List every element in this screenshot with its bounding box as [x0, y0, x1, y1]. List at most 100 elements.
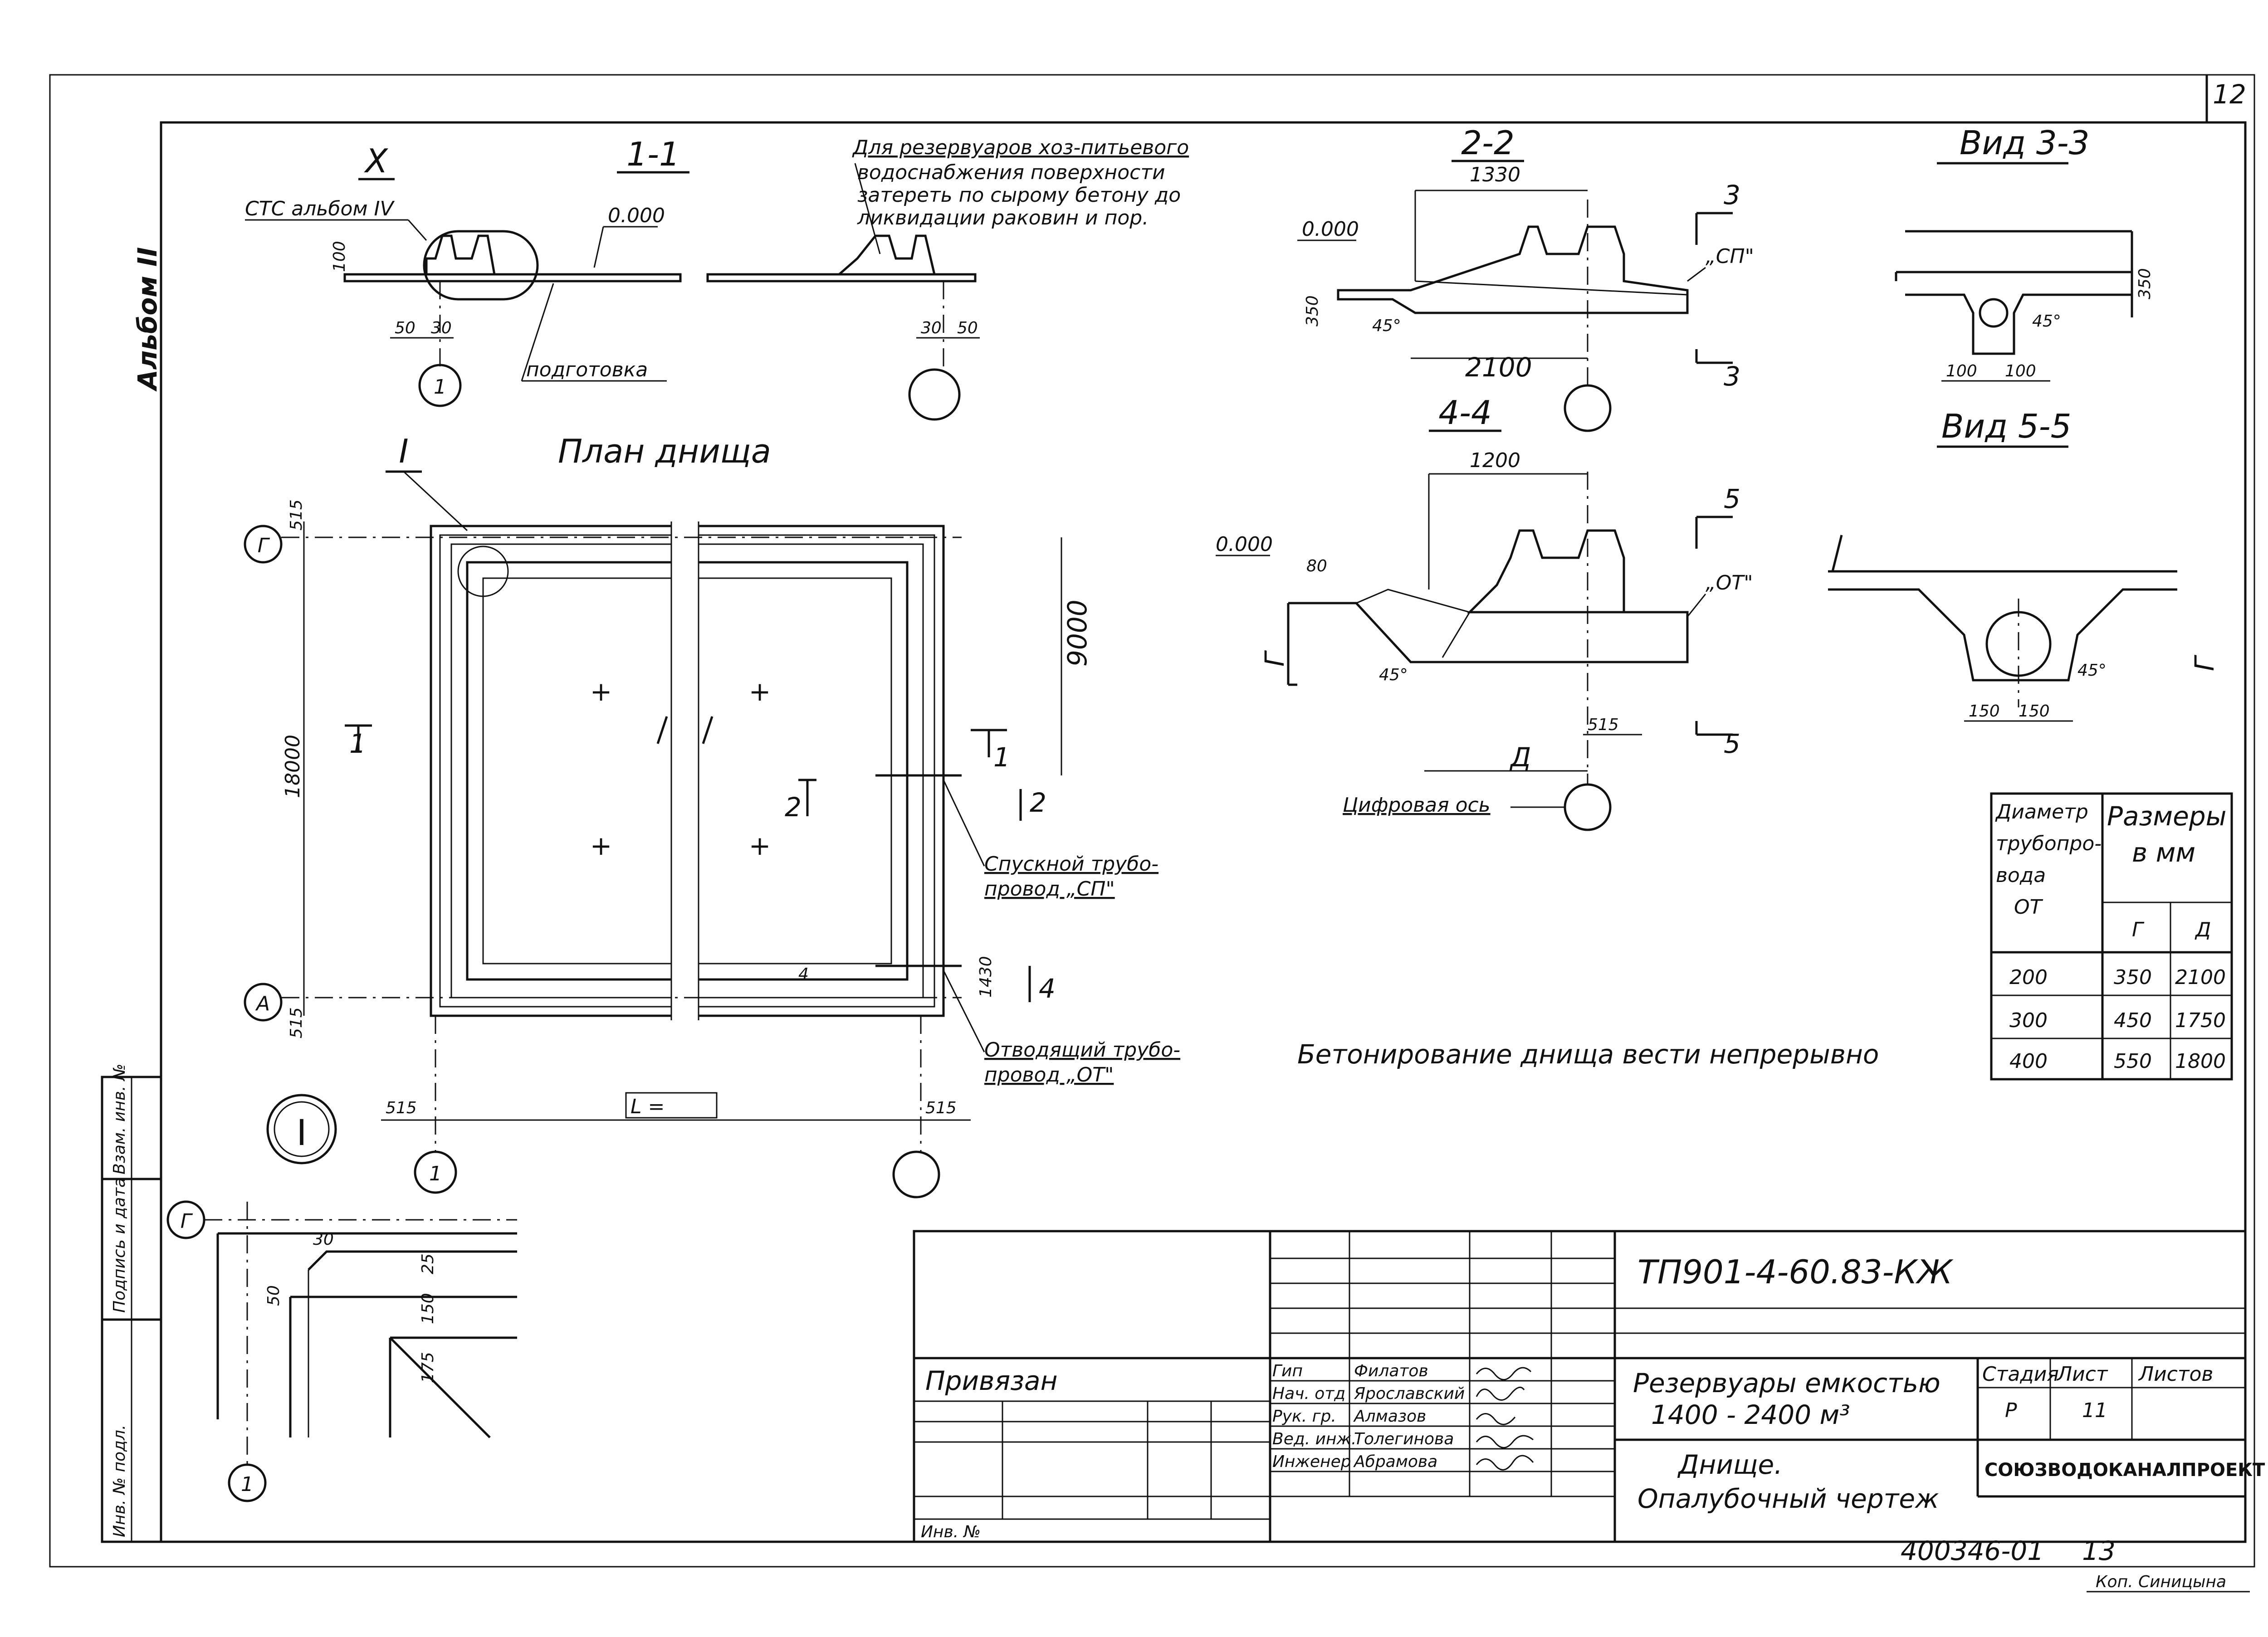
- section-2-2-mark3-bot: 3: [1724, 361, 1740, 392]
- table-r3-c1: 400: [2009, 1050, 2048, 1073]
- tb-privyazan: Привязан: [925, 1365, 1058, 1396]
- detail-I-axis-G: Г: [181, 1210, 193, 1233]
- side-stamp-replace: Взам. инв. №: [110, 1064, 129, 1174]
- tb-org: СОЮЗВОДОКАНАЛПРОЕКТ: [1984, 1460, 2265, 1481]
- plan: План днища I + + + + Г А 1 515: [244, 432, 1180, 1199]
- table-r1-c1: 200: [2009, 966, 2048, 989]
- tb-name-5: Абрамова: [1353, 1452, 1437, 1471]
- section-2-2-elev: 0.000: [1302, 218, 1359, 241]
- section-1-1-dim50r: 50: [957, 319, 978, 337]
- side-stamp-inv: Инв. № подл.: [110, 1425, 129, 1537]
- plan-pipe-ot-2: провод „ОТ": [984, 1063, 1114, 1086]
- tb-code: ТП901-4-60.83-КЖ: [1637, 1253, 1954, 1291]
- sheet-frame: 12: [49, 74, 2255, 1568]
- section-4-4-mark5-top: 5: [1724, 483, 1740, 514]
- side-stamp: Инв. № подл. Подпись и дата Взам. инв. №: [101, 1064, 162, 1543]
- plan-cross-2: +: [749, 676, 771, 707]
- section-2-2-dim1330: 1330: [1470, 163, 1520, 186]
- tb-project-title-2: 1400 - 2400 м³: [1651, 1399, 1850, 1430]
- table-col1-line4: ОТ: [2014, 896, 2043, 919]
- view-5-5-dim45: 45°: [2077, 661, 2107, 680]
- section-1-1-dim100: 100: [330, 241, 349, 272]
- reservoir-note: Для резервуаров хоз-питьевого водоснабже…: [852, 136, 1189, 254]
- tb-signatures: [1476, 1367, 1534, 1471]
- view-5-5-title: Вид 5-5: [1941, 407, 2071, 445]
- tb-archive-sheet: 13: [2082, 1535, 2116, 1566]
- tb-h-sheets: Листов: [2138, 1363, 2213, 1386]
- section-1-1-elev: 0.000: [608, 204, 665, 227]
- view-3-3-dim100b: 100: [2005, 362, 2036, 380]
- view-3-3-title: Вид 3-3: [1960, 124, 2089, 162]
- reservoir-note-line-3: затереть по сырому бетону до: [857, 184, 1181, 207]
- table-sub-D: Д: [2195, 918, 2211, 941]
- tb-archive-no: 400346-01: [1901, 1535, 2044, 1566]
- section-4-4-dim80: 80: [1306, 557, 1327, 575]
- section-4-4-G: Г: [1259, 650, 1290, 667]
- section-1-1-dim30: 30: [431, 319, 452, 337]
- reservoir-note-line-2: водоснабжения поверхности: [857, 161, 1165, 184]
- plan-ref-I: I: [399, 432, 408, 470]
- section-2-2-sp: „СП": [1706, 245, 1754, 268]
- tb-name-3: Алмазов: [1353, 1407, 1426, 1426]
- title-block: Привязан Инв. № Гип Нач. отд Рук. гр. Ве…: [913, 1230, 2265, 1593]
- tb-role-3: Рук. гр.: [1272, 1407, 1336, 1426]
- detail-I-dim175: 175: [419, 1352, 437, 1383]
- table-r2-c2: 450: [2114, 1009, 2152, 1032]
- section-2-2-mark3-top: 3: [1724, 180, 1740, 210]
- table-r2-c3: 1750: [2175, 1009, 2226, 1032]
- tb-inv-no: Инв. №: [921, 1523, 981, 1541]
- tb-name-4: Толегинова: [1354, 1430, 1454, 1448]
- table-r1-c3: 2100: [2175, 966, 2226, 989]
- concreting-note: Бетонирование днища вести непрерывно: [1297, 1039, 1879, 1070]
- plan-title: План днища: [558, 432, 771, 470]
- table-r3-c2: 550: [2114, 1050, 2152, 1073]
- table-r2-c1: 300: [2009, 1009, 2048, 1032]
- plan-axis-A: А: [255, 992, 270, 1015]
- tb-role-4: Вед. инж.: [1272, 1430, 1356, 1448]
- section-2-2-dim350: 350: [1303, 295, 1322, 326]
- table-r3-c3: 1800: [2175, 1050, 2226, 1073]
- tb-role-2: Нач. отд: [1272, 1384, 1345, 1403]
- plan-dim-9000: 9000: [1062, 599, 1093, 667]
- section-4-4-ot: „ОТ": [1706, 571, 1753, 594]
- view-3-3-dim100a: 100: [1946, 362, 1977, 380]
- section-1-1-dim30r: 30: [921, 319, 942, 337]
- section-2-2: 2-2 1330 0.000 „СП" 350 45° 2100 3 3: [1297, 124, 1754, 432]
- plan-cut4-right: 4: [1039, 973, 1056, 1004]
- table-col1-line3: вода: [1996, 864, 2046, 887]
- reservoir-note-line-4: ликвидации раковин и пор.: [857, 206, 1149, 229]
- section-4-4-D: Д: [1509, 742, 1531, 773]
- section-1-1: 1-1 X СТС альбом IV 0.000 100 50 30 1 по…: [245, 135, 980, 421]
- detail-I-dim50: 50: [264, 1285, 283, 1306]
- section-4-4-dim1200: 1200: [1470, 449, 1520, 472]
- plan-pipe-sp-2: провод „СП": [984, 877, 1115, 901]
- plan-pipe-ot-1: Отводящий трубо-: [984, 1038, 1180, 1062]
- view-5-5: Вид 5-5 Г 45° 150 150: [1828, 407, 2220, 722]
- table-col1-line2: трубопро-: [1996, 832, 2102, 855]
- reservoir-note-line-1: Для резервуаров хоз-питьевого: [852, 136, 1189, 159]
- section-2-2-dim45: 45°: [1372, 317, 1401, 335]
- detail-I-dim25: 25: [419, 1253, 437, 1274]
- section-1-1-title: 1-1: [626, 135, 680, 173]
- view-5-5-G: Г: [2189, 654, 2220, 671]
- section-2-2-title: 2-2: [1461, 124, 1515, 162]
- plan-dim-1430: 1430: [977, 956, 995, 998]
- plan-dim-left-515: 515: [386, 1099, 417, 1117]
- tb-h-stage: Стадия: [1982, 1363, 2059, 1386]
- plan-pipe-sp-1: Спускной трубо-: [984, 853, 1158, 876]
- section-1-1-ref-album: СТС альбом IV: [245, 197, 395, 220]
- table-r1-c2: 350: [2114, 966, 2152, 989]
- section-4-4-zero-axis: Цифровая ось: [1343, 794, 1491, 817]
- tb-sheet-title-2: Опалубочный чертеж: [1637, 1483, 1939, 1514]
- plan-cross-1: +: [590, 676, 612, 707]
- detail-I-dim150: 150: [419, 1293, 437, 1324]
- plan-cross-3: +: [590, 830, 612, 861]
- plan-dim-top-margin: 515: [287, 499, 306, 531]
- tb-h-sheet: Лист: [2056, 1363, 2108, 1386]
- section-1-1-dim50: 50: [395, 319, 415, 337]
- side-stamp-sign: Подпись и дата: [110, 1178, 129, 1313]
- table-col-sizes-1: Размеры: [2107, 801, 2226, 832]
- view-3-3-dim350: 350: [2136, 268, 2154, 299]
- tb-v-sheet: 11: [2082, 1399, 2107, 1422]
